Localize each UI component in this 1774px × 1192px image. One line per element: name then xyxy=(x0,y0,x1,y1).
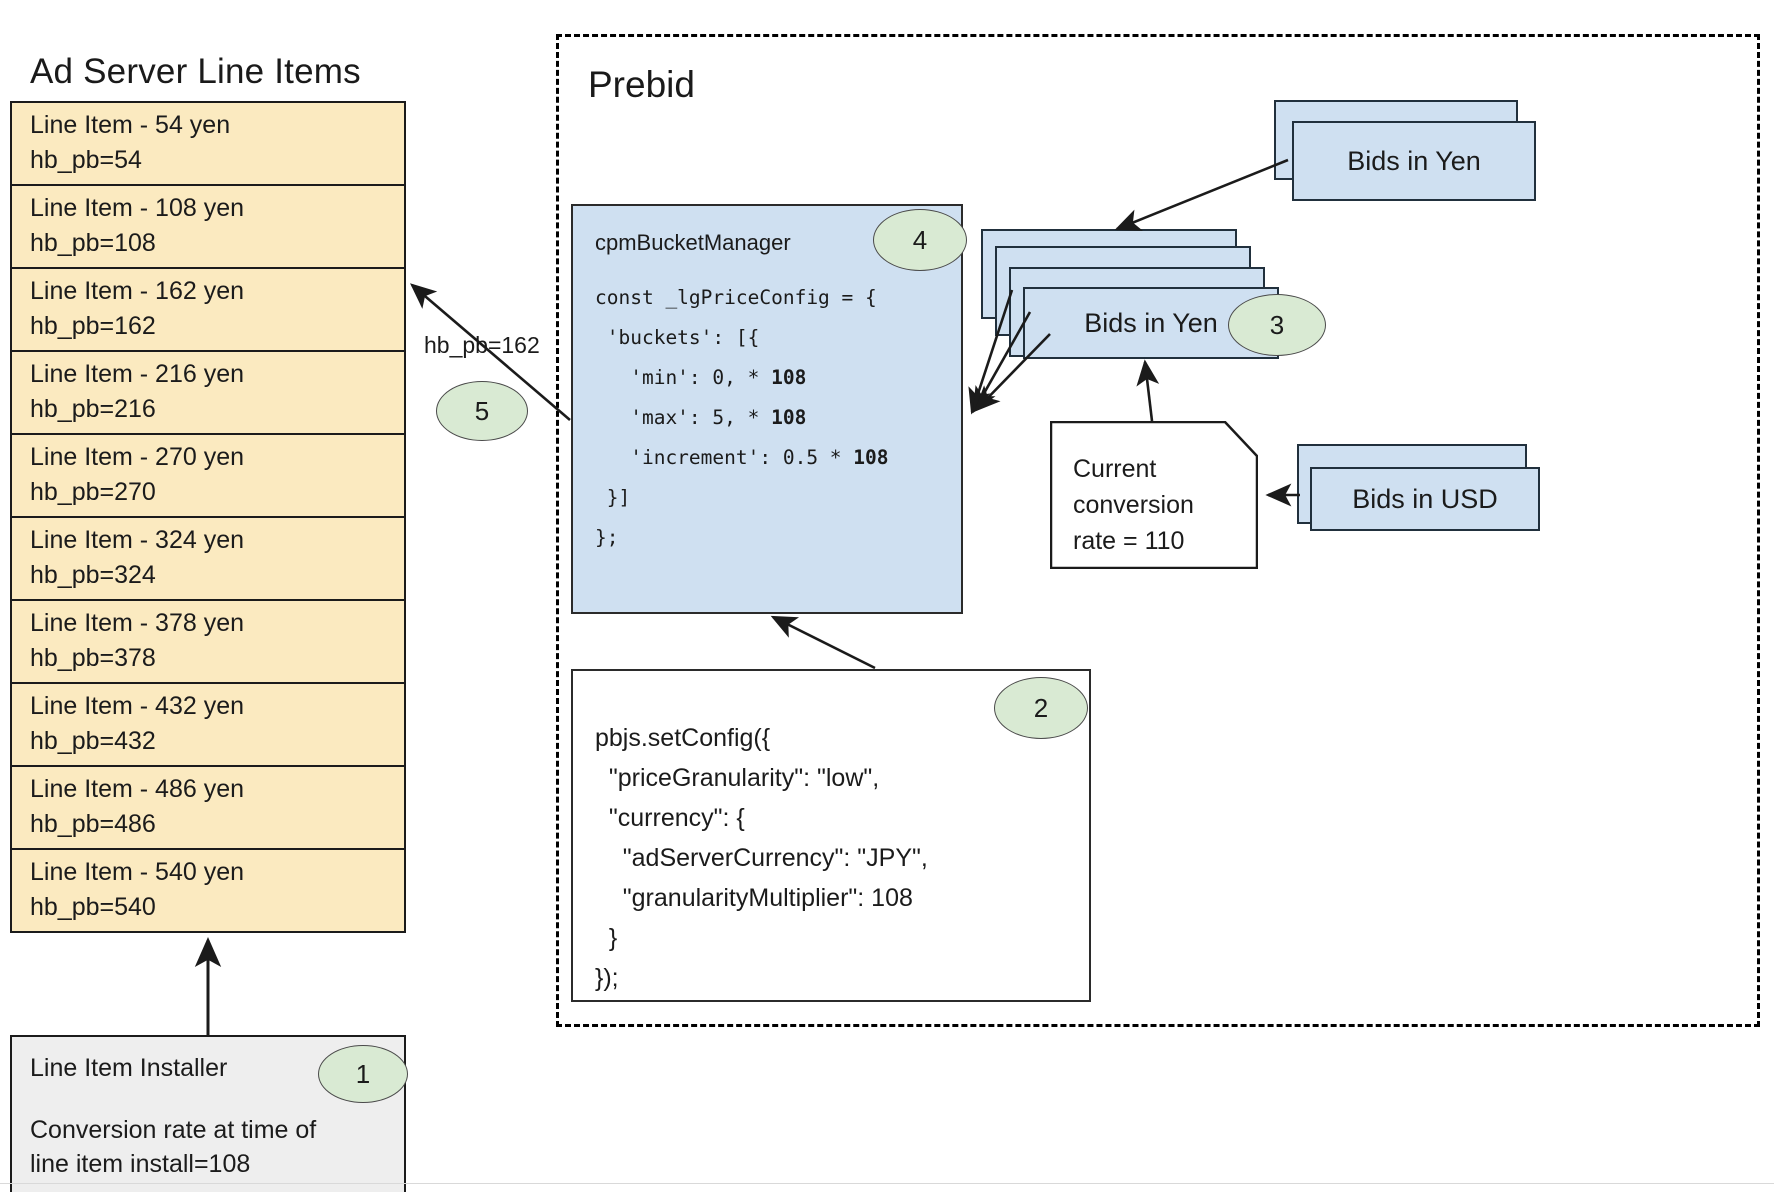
line-item-key: hb_pb=324 xyxy=(30,561,156,589)
line-item-name: Line Item - 378 yen xyxy=(30,609,245,637)
bids-in-yen-stack-card-4: Bids in Yen xyxy=(1023,287,1279,359)
bids-in-yen-incoming-card-front: Bids in Yen xyxy=(1292,121,1536,201)
set-config-code: pbjs.setConfig({ "priceGranularity": "lo… xyxy=(595,724,928,992)
line-item-name: Line Item - 540 yen xyxy=(30,858,245,886)
line-item-row[interactable]: Line Item - 54 yen hb_pb=54 xyxy=(12,103,404,186)
conversion-rate-note: Current conversion rate = 110 xyxy=(1049,420,1259,570)
step-badge-2: 2 xyxy=(994,677,1088,739)
line-item-name: Line Item - 270 yen xyxy=(30,443,245,471)
line-item-row[interactable]: Line Item - 324 yen hb_pb=324 xyxy=(12,518,404,601)
line-item-installer: Line Item Installer Conversion rate at t… xyxy=(10,1035,406,1192)
set-config-box: pbjs.setConfig({ "priceGranularity": "lo… xyxy=(571,669,1091,1002)
step-badge-1: 1 xyxy=(318,1045,408,1103)
prebid-title: Prebid xyxy=(588,64,695,105)
line-item-name: Line Item - 432 yen xyxy=(30,692,245,720)
cpm-bucket-manager-title: cpmBucketManager xyxy=(595,230,791,255)
ad-server-title: Ad Server Line Items xyxy=(30,52,361,91)
bids-in-usd-label: Bids in USD xyxy=(1352,483,1498,514)
bids-in-yen-incoming-label: Bids in Yen xyxy=(1347,145,1481,176)
line-item-name: Line Item - 108 yen xyxy=(30,194,245,222)
cpm-bucket-manager-code: const _lgPriceConfig = { 'buckets': [{ '… xyxy=(595,286,889,549)
line-item-name: Line Item - 324 yen xyxy=(30,526,245,554)
page-bottom-rule xyxy=(0,1183,1774,1184)
line-item-row[interactable]: Line Item - 162 yen hb_pb=162 xyxy=(12,269,404,352)
line-item-name: Line Item - 486 yen xyxy=(30,775,245,803)
line-item-key: hb_pb=378 xyxy=(30,644,156,672)
hb-pb-edge-label: hb_pb=162 xyxy=(424,332,540,358)
line-item-key: hb_pb=108 xyxy=(30,229,156,257)
line-item-key: hb_pb=432 xyxy=(30,727,156,755)
line-item-row[interactable]: Line Item - 486 yen hb_pb=486 xyxy=(12,767,404,850)
line-item-key: hb_pb=486 xyxy=(30,810,156,838)
line-item-name: Line Item - 216 yen xyxy=(30,360,245,388)
line-item-row[interactable]: Line Item - 270 yen hb_pb=270 xyxy=(12,435,404,518)
line-item-row[interactable]: Line Item - 432 yen hb_pb=432 xyxy=(12,684,404,767)
note-shape-icon xyxy=(1049,420,1259,570)
prebid-container xyxy=(556,34,1760,1027)
line-item-installer-note: Conversion rate at time of line item ins… xyxy=(30,1116,317,1178)
line-item-installer-title: Line Item Installer xyxy=(30,1054,228,1082)
line-item-name: Line Item - 54 yen xyxy=(30,111,231,139)
conversion-rate-note-text: Current conversion rate = 110 xyxy=(1073,455,1194,555)
line-item-key: hb_pb=162 xyxy=(30,312,156,340)
line-item-row[interactable]: Line Item - 216 yen hb_pb=216 xyxy=(12,352,404,435)
step-badge-5: 5 xyxy=(436,381,528,441)
line-item-key: hb_pb=540 xyxy=(30,893,156,921)
line-item-key: hb_pb=216 xyxy=(30,395,156,423)
cpm-bucket-manager-box: cpmBucketManager const _lgPriceConfig = … xyxy=(571,204,963,614)
line-item-row[interactable]: Line Item - 540 yen hb_pb=540 xyxy=(12,850,404,931)
line-item-name: Line Item - 162 yen xyxy=(30,277,245,305)
line-item-key: hb_pb=54 xyxy=(30,146,142,174)
step-badge-3: 3 xyxy=(1228,294,1326,356)
line-item-row[interactable]: Line Item - 378 yen hb_pb=378 xyxy=(12,601,404,684)
step-badge-4: 4 xyxy=(873,209,967,271)
line-item-row[interactable]: Line Item - 108 yen hb_pb=108 xyxy=(12,186,404,269)
bids-in-yen-stack-label: Bids in Yen xyxy=(1084,307,1218,338)
line-item-key: hb_pb=270 xyxy=(30,478,156,506)
bids-in-usd-card-front: Bids in USD xyxy=(1310,467,1540,531)
